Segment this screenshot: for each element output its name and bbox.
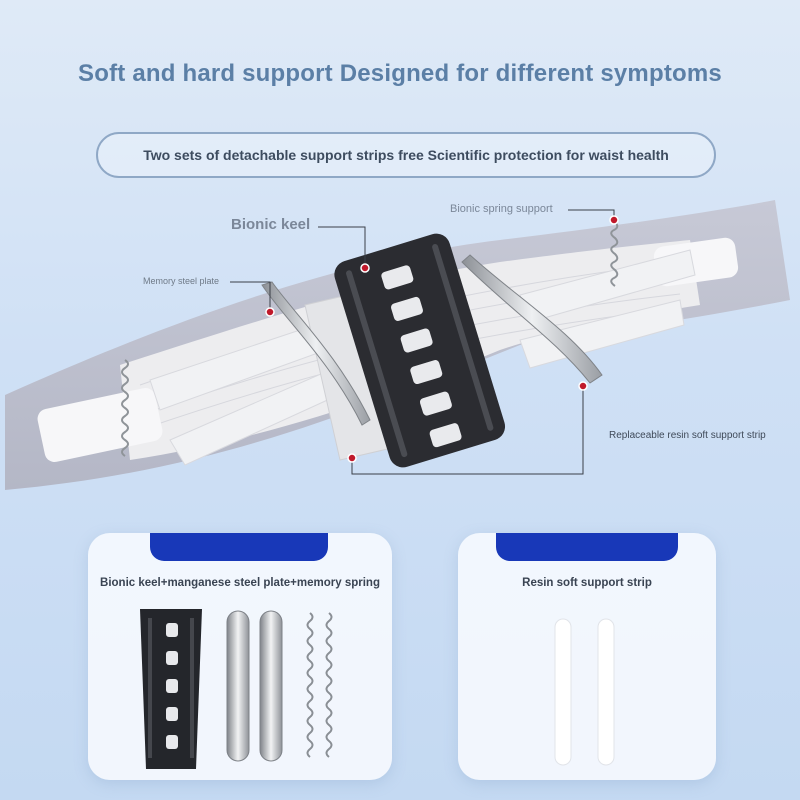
steel-plate-part: [226, 610, 250, 762]
hard-support-components: [140, 609, 333, 769]
right-steel-plate: [461, 254, 603, 384]
soft-support-components: [554, 618, 615, 766]
keel-part: [140, 609, 202, 769]
card-accent-tab: [150, 533, 328, 561]
subtitle-banner: Two sets of detachable support strips fr…: [96, 132, 716, 178]
subtitle-text: Two sets of detachable support strips fr…: [143, 147, 669, 163]
spring-coils: [121, 221, 619, 457]
callout-resin-strip: Replaceable resin soft support strip: [609, 430, 766, 441]
spring-part: [306, 612, 333, 758]
bionic-keel: [334, 233, 506, 468]
hard-support-title: Bionic keel+manganese steel plate+memory…: [100, 577, 380, 589]
steel-plate-part: [259, 610, 283, 762]
resin-strip-part: [597, 618, 615, 766]
callout-memory-steel-plate: Memory steel plate: [143, 276, 220, 286]
soft-support-title: Resin soft support strip: [522, 577, 652, 589]
soft-support-card: Resin soft support strip: [458, 533, 716, 780]
card-accent-tab: [496, 533, 678, 561]
callout-bionic-keel: Bionic keel: [231, 216, 311, 233]
left-velcro-tab: [37, 387, 163, 463]
resin-strip-part: [554, 618, 572, 766]
callout-lines: [230, 209, 615, 475]
hard-support-card: Bionic keel+manganese steel plate+memory…: [88, 533, 392, 780]
callout-dots: [265, 215, 619, 463]
left-steel-plate: [261, 281, 371, 426]
page-headline: Soft and hard support Designed for diffe…: [78, 60, 722, 87]
callout-spring-support: Bionic spring support: [450, 203, 553, 215]
